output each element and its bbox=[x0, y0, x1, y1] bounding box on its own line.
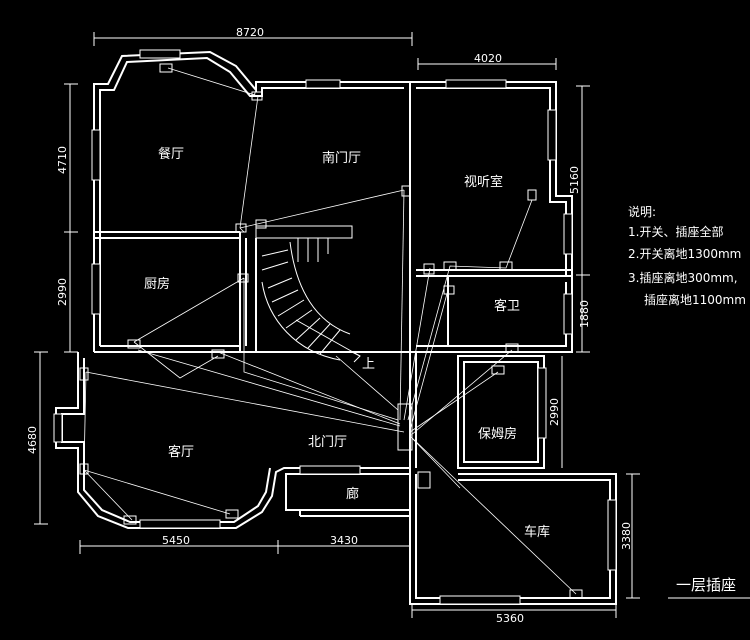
notes-line-2: 2.开关离地1300mm bbox=[628, 246, 741, 261]
dimension-lines bbox=[34, 32, 640, 618]
room-garage: 车库 bbox=[524, 524, 550, 540]
staircase bbox=[261, 238, 361, 363]
room-kitchen: 厨房 bbox=[144, 276, 170, 292]
notes-line-4: 插座离地1100mm bbox=[644, 292, 746, 307]
room-living: 客厅 bbox=[168, 444, 194, 460]
notes-heading: 说明: bbox=[628, 204, 656, 219]
electrical-wiring bbox=[83, 67, 577, 595]
room-av: 视听室 bbox=[464, 174, 503, 190]
dim-top-width: 8720 bbox=[236, 26, 264, 39]
drawing-title-block: 一层插座 bbox=[668, 576, 750, 599]
dim-bottom-mid-width: 3430 bbox=[330, 534, 358, 547]
notes-line-3: 3.插座离地300mm, bbox=[628, 270, 738, 285]
dim-bottom-right-width: 5360 bbox=[496, 612, 524, 625]
room-labels: 餐厅 南门厅 视听室 厨房 客卫 保姆房 客厅 北门厅 廊 车库 上 bbox=[144, 146, 550, 540]
drawing-title: 一层插座 bbox=[676, 576, 736, 594]
room-dining: 餐厅 bbox=[158, 146, 184, 162]
dim-left-bottom-height: 4680 bbox=[26, 426, 39, 454]
stair-up-label: 上 bbox=[362, 357, 375, 372]
room-nanny: 保姆房 bbox=[478, 426, 517, 442]
outlet-symbols bbox=[79, 63, 583, 599]
room-guest-bath: 客卫 bbox=[494, 298, 520, 314]
dim-bottom-left-width: 5450 bbox=[162, 534, 190, 547]
dim-top-right-width: 4020 bbox=[474, 52, 502, 65]
windows bbox=[53, 49, 617, 605]
dim-left-mid-height: 2990 bbox=[56, 278, 69, 306]
dimension-labels: 8720 4020 4710 2990 4680 5160 1880 2990 … bbox=[26, 26, 633, 625]
dim-right-low-height: 2990 bbox=[548, 398, 561, 426]
dim-left-top-height: 4710 bbox=[56, 146, 69, 174]
notes-block: 说明: 1.开关、插座全部 2.开关离地1300mm 3.插座离地300mm, … bbox=[628, 204, 746, 307]
dim-right-top-height: 5160 bbox=[568, 166, 581, 194]
dim-right-mid-height: 1880 bbox=[578, 300, 591, 328]
dim-garage-height: 3380 bbox=[620, 522, 633, 550]
room-north-hall: 北门厅 bbox=[308, 435, 347, 450]
room-south-hall: 南门厅 bbox=[322, 150, 361, 166]
room-corridor: 廊 bbox=[346, 486, 359, 502]
notes-line-1: 1.开关、插座全部 bbox=[628, 224, 723, 239]
